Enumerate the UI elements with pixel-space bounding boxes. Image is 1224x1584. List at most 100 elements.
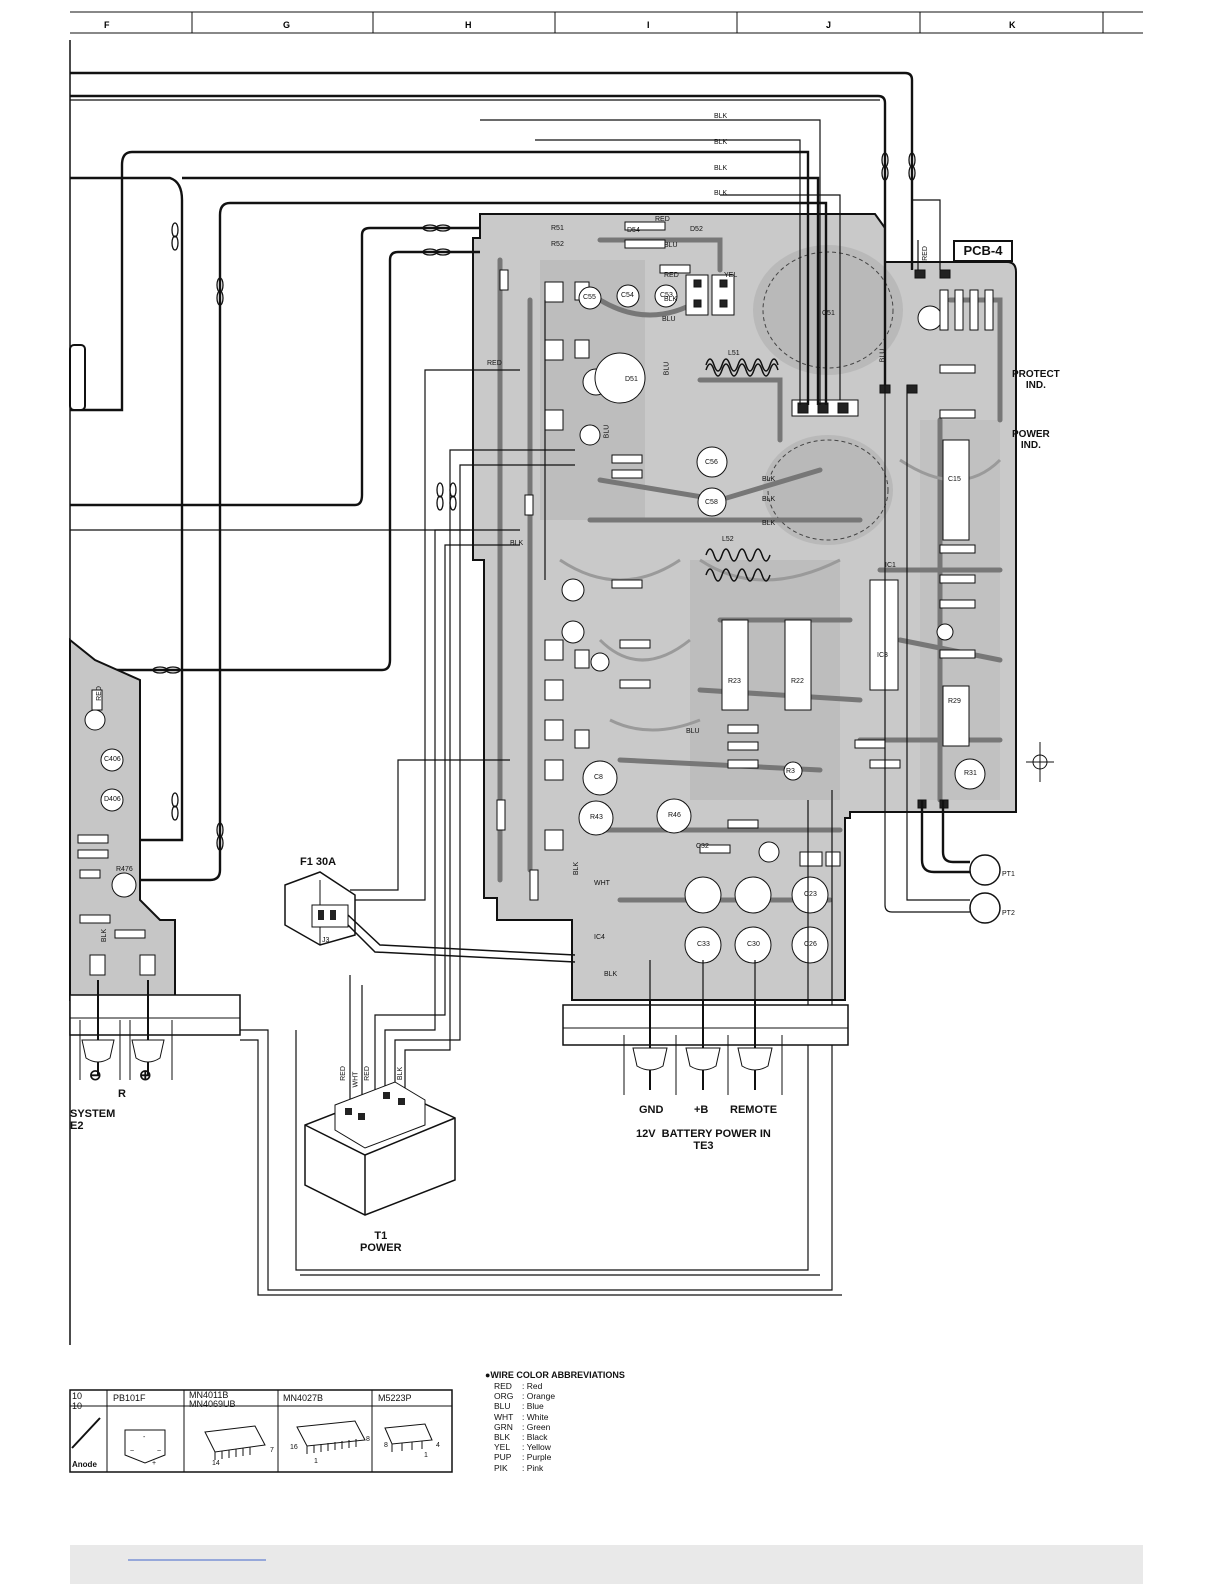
component-label: R476 <box>116 866 133 873</box>
component-label: R46 <box>668 812 681 819</box>
component-label: D54 <box>627 227 640 234</box>
component-label: C55 <box>583 294 596 301</box>
legend-entry: GRN : Green <box>494 1422 625 1432</box>
component-label: C51 <box>822 310 835 317</box>
component-label: IC4 <box>594 934 605 941</box>
chip-m5223p-pin: 8 <box>384 1442 388 1449</box>
wire-tag: BLK <box>714 139 728 146</box>
terminal-plus-b-label: +B <box>694 1104 709 1116</box>
component-label: R52 <box>551 241 564 248</box>
component-label: C23 <box>804 891 817 898</box>
wire-tag: BLU <box>686 728 700 735</box>
wire-tag: BLU <box>603 424 611 439</box>
chip-left-line-2: 10 <box>72 1401 83 1411</box>
wire-tag: RED <box>487 360 502 367</box>
component-label: R29 <box>948 698 961 705</box>
registration-mark <box>1026 742 1054 782</box>
component-label: C26 <box>804 941 817 948</box>
chip-m5223p-name: M5223P <box>378 1393 412 1403</box>
grid-col-f: F <box>104 20 110 30</box>
left-amp-board <box>69 344 176 1001</box>
legend-code: RED <box>494 1381 512 1391</box>
terminal-gnd-label: GND <box>639 1104 664 1116</box>
legend-entry: PUP: Purple <box>494 1452 625 1462</box>
wire-tag: BLU <box>662 316 676 323</box>
legend-code: WHT <box>494 1411 514 1422</box>
legend-entry: PIK: Pink <box>494 1463 625 1473</box>
grid-col-h: H <box>465 20 472 30</box>
te3-caption: 12V BATTERY POWER IN TE3 <box>636 1128 771 1152</box>
legend-entry: YEL: Yellow <box>494 1442 625 1452</box>
wire-tag: BLK <box>714 165 728 172</box>
fuse-holder <box>284 871 576 963</box>
wire-tag: BLK <box>762 520 776 527</box>
chip-pb101f-name: PB101F <box>113 1393 146 1403</box>
legend-entry: ORG: Orange <box>494 1391 625 1401</box>
wire-tag: BLU <box>664 242 678 249</box>
legend-color-name: : White <box>522 1411 549 1422</box>
transformer-t1 <box>304 1081 456 1216</box>
wire-tag: BLK <box>762 476 776 483</box>
wire-tag: BLK <box>101 928 109 943</box>
te3-terminal-strip <box>562 1000 849 1095</box>
component-label: D406 <box>104 796 121 803</box>
grid-col-g: G <box>283 20 290 30</box>
component-label: C30 <box>747 941 760 948</box>
chip-mn4011b-name: MN4011B MN4069UB <box>189 1390 236 1409</box>
wire-tag: RED <box>921 246 929 261</box>
component-label: R23 <box>728 678 741 685</box>
legend-color-name: : Pink <box>522 1462 544 1473</box>
component-label: C54 <box>621 292 634 299</box>
chip-pb101f-pin: ~ <box>130 1448 135 1455</box>
legend-code: BLK <box>494 1432 511 1443</box>
transformer-wire-wht: WHT <box>352 1071 360 1088</box>
pilot-lamp-pt1 <box>969 854 1001 886</box>
legend-entry: RED: Red <box>494 1381 625 1391</box>
legend-color-name: : Black <box>522 1432 548 1443</box>
component-label: R31 <box>964 770 977 777</box>
chip-mn4011b-pin: 7 <box>270 1447 274 1454</box>
legend-color-name: : Green <box>522 1421 551 1432</box>
chip-left-line-1: 10 <box>72 1391 83 1401</box>
component-label: L52 <box>722 536 734 543</box>
component-label: C15 <box>948 476 961 483</box>
pilot-lamp-pt1-label: PT1 <box>1002 871 1015 878</box>
component-label: L51 <box>728 350 740 357</box>
wire-tag: WHT <box>594 880 610 887</box>
te2-terminal-strip <box>69 980 241 1080</box>
wire-harness <box>70 71 970 1296</box>
component-label: C8 <box>594 774 603 781</box>
legend-color-name: : Orange <box>522 1391 556 1402</box>
te2-minus-symbol: ⊖ <box>89 1067 102 1084</box>
power-indicator-label: POWER IND. <box>1012 429 1050 451</box>
wire-tag: BLU <box>879 348 887 363</box>
chip-pb101f-pin: ~ <box>157 1448 162 1455</box>
legend-title: ●WIRE COLOR ABBREVIATIONS <box>485 1370 625 1380</box>
legend-color-name: : Yellow <box>522 1442 551 1453</box>
legend-entry: BLK : Black <box>494 1432 625 1442</box>
component-label: C406 <box>104 756 121 763</box>
protect-indicator-label: PROTECT IND. <box>1012 369 1060 391</box>
pcb-4-board <box>472 213 1017 1001</box>
pcb-4-label: PCB-4 <box>953 240 1013 262</box>
legend-code: GRN <box>494 1421 513 1432</box>
wire-tag: RED <box>664 272 679 279</box>
chip-left-anode: Anode <box>72 1460 97 1469</box>
legend-color-name: : Blue <box>522 1401 544 1412</box>
chip-mn4027b-pin: 16 <box>290 1444 298 1451</box>
transformer-wire-blk: BLK <box>397 1066 405 1081</box>
wire-tag: BLK <box>714 190 728 197</box>
component-label: IC1 <box>885 562 896 569</box>
chip-pb101f-pin: - <box>143 1434 146 1441</box>
pilot-lamp-pt2-label: PT2 <box>1002 910 1015 917</box>
component-label: R3 <box>786 768 795 775</box>
grid-col-k: K <box>1009 20 1016 30</box>
component-label: C58 <box>705 499 718 506</box>
wire-tag: BLK <box>510 540 524 547</box>
fuse-connector-label: J3 <box>322 937 330 944</box>
chip-m5223p-pin: 4 <box>436 1442 440 1449</box>
transformer-wire-red-2: RED <box>363 1066 371 1081</box>
component-label: R51 <box>551 225 564 232</box>
